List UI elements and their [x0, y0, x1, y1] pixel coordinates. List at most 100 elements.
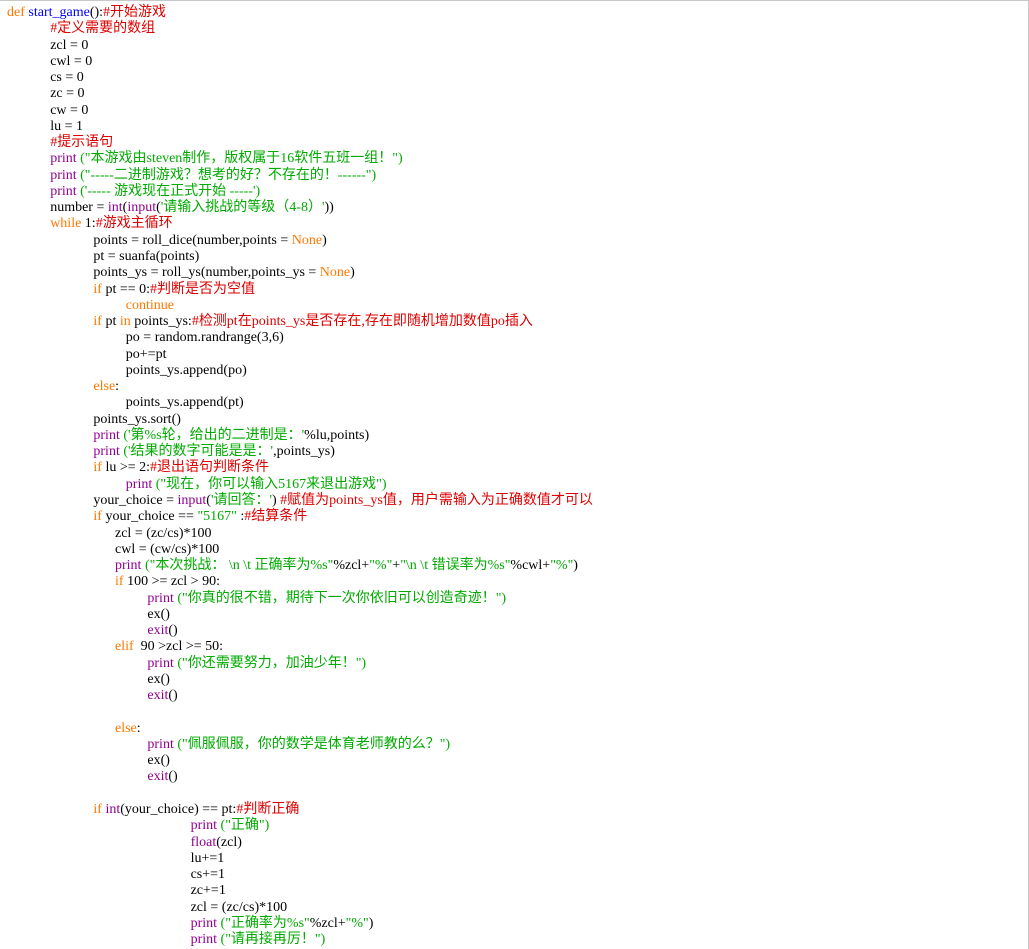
- code-token-keyword: if: [115, 574, 124, 590]
- code-token-plain: ): [350, 265, 355, 281]
- code-line[interactable]: print ("你真的很不错，期待下一次你依旧可以创造奇迹！"): [7, 591, 1028, 607]
- code-line[interactable]: zcl = (zc/cs)*100: [7, 900, 1028, 916]
- code-token-plain: lu >= 2:: [101, 460, 151, 476]
- code-token-builtin: int: [107, 200, 123, 216]
- code-token-builtin: exit: [147, 688, 169, 704]
- code-line[interactable]: points_ys.append(po): [7, 363, 1028, 379]
- code-line[interactable]: print ("佩服佩服，你的数学是体育老师教的么？"): [7, 737, 1028, 753]
- code-line[interactable]: [7, 704, 1028, 720]
- code-line[interactable]: if 100 >= zcl > 90:: [7, 574, 1028, 590]
- code-line[interactable]: points = roll_dice(number,points = None): [7, 233, 1028, 249]
- code-token-string: ("现在，你可以输入5167来退出游戏"): [155, 476, 387, 492]
- code-line[interactable]: print ("本游戏由steven制作，版权属于16软件五班一组！"): [7, 151, 1028, 167]
- code-token-plain: zcl = (zc/cs)*100: [190, 899, 288, 915]
- code-line[interactable]: print ("-----二进制游戏？想考的好？不存在的！------"): [7, 168, 1028, 184]
- code-token-keyword: elif: [115, 639, 134, 655]
- code-token-comment: #开始游戏: [103, 5, 167, 20]
- code-line[interactable]: while 1:#游戏主循环: [7, 216, 1028, 232]
- code-line[interactable]: cwl = 0: [7, 54, 1028, 70]
- code-token-string: "%": [345, 915, 369, 931]
- code-token-keyword: continue: [125, 297, 175, 313]
- code-line[interactable]: def start_game():#开始游戏: [7, 5, 1028, 21]
- code-line[interactable]: exit(): [7, 769, 1028, 785]
- code-token-plain: points_ys = roll_ys(number,points_ys =: [93, 265, 320, 281]
- code-line[interactable]: cw = 0: [7, 103, 1028, 119]
- code-line[interactable]: exit(): [7, 623, 1028, 639]
- code-token-plain: ex(): [147, 606, 170, 622]
- code-token-plain: lu+=1: [190, 850, 225, 866]
- code-token-plain: zcl = (zc/cs)*100: [115, 525, 212, 541]
- code-token-comment: #判断正确: [236, 802, 300, 818]
- code-line[interactable]: zcl = 0: [7, 38, 1028, 54]
- code-line[interactable]: float(zcl): [7, 835, 1028, 851]
- code-token-keyword: if: [93, 509, 102, 525]
- code-token-keyword: None: [291, 232, 323, 248]
- code-token-builtin: print: [93, 427, 120, 443]
- code-line[interactable]: print ("本次挑战： \n \t 正确率为%s"%zcl+"%"+"\n …: [7, 558, 1028, 574]
- code-line[interactable]: print ("正确率为%s"%zcl+"%"): [7, 916, 1028, 932]
- code-line[interactable]: print ("请再接再厉！"): [7, 932, 1028, 948]
- code-token-keyword: if: [93, 460, 102, 476]
- code-line[interactable]: zcl = (zc/cs)*100: [7, 526, 1028, 542]
- code-token-comment: #结算条件: [244, 509, 308, 525]
- code-line[interactable]: print ("正确"): [7, 818, 1028, 834]
- code-line[interactable]: print ('第%s轮，给出的二进制是：'%lu,points): [7, 428, 1028, 444]
- code-line[interactable]: if pt == 0:#判断是否为空值: [7, 282, 1028, 298]
- code-line[interactable]: number = int(input('请输入挑战的等级（4-8）')): [7, 200, 1028, 216]
- code-token-string: ("本次挑战： \n \t 正确率为%s": [144, 558, 334, 574]
- code-line[interactable]: ex(): [7, 607, 1028, 623]
- code-line[interactable]: lu = 1: [7, 119, 1028, 135]
- code-line[interactable]: cs+=1: [7, 867, 1028, 883]
- code-line[interactable]: cs = 0: [7, 70, 1028, 86]
- code-line[interactable]: elif 90 >zcl >= 50:: [7, 639, 1028, 655]
- code-line[interactable]: print ('结果的数字可能是是：',points_ys): [7, 444, 1028, 460]
- code-token-string: ("请再接再厉！"): [220, 932, 326, 948]
- code-line[interactable]: print ("现在，你可以输入5167来退出游戏"): [7, 477, 1028, 493]
- code-line[interactable]: #提示语句: [7, 135, 1028, 151]
- code-line[interactable]: ex(): [7, 753, 1028, 769]
- code-line[interactable]: #定义需要的数组: [7, 21, 1028, 37]
- code-line[interactable]: po = random.randrange(3,6): [7, 330, 1028, 346]
- code-token-builtin: print: [93, 444, 120, 460]
- code-line[interactable]: print ('----- 游戏现在正式开始 -----'): [7, 184, 1028, 200]
- code-line[interactable]: cwl = (cw/cs)*100: [7, 542, 1028, 558]
- code-token-string: ("正确率为%s": [220, 915, 310, 931]
- code-line[interactable]: print ("你还需要努力，加油少年！"): [7, 656, 1028, 672]
- code-line[interactable]: if int(your_choice) == pt:#判断正确: [7, 802, 1028, 818]
- code-line[interactable]: zc = 0: [7, 86, 1028, 102]
- code-token-comment: #判断是否为空值: [150, 281, 256, 297]
- code-line[interactable]: else:: [7, 721, 1028, 737]
- code-token-plain: %cwl+: [510, 558, 551, 574]
- code-token-plain: (): [168, 623, 178, 639]
- code-token-plain: pt: [101, 314, 120, 330]
- code-line[interactable]: your_choice = input('请回答：') #赋值为points_y…: [7, 493, 1028, 509]
- code-line[interactable]: points_ys.append(pt): [7, 395, 1028, 411]
- code-line[interactable]: else:: [7, 379, 1028, 395]
- code-line[interactable]: continue: [7, 298, 1028, 314]
- code-line[interactable]: points_ys = roll_ys(number,points_ys = N…: [7, 265, 1028, 281]
- code-token-plain: points = roll_dice(number,points =: [93, 232, 292, 248]
- code-line[interactable]: zc+=1: [7, 883, 1028, 899]
- code-line[interactable]: if pt in points_ys:#检测pt在points_ys是否存在,存…: [7, 314, 1028, 330]
- code-token-plain: ): [368, 915, 374, 931]
- code-token-builtin: print: [190, 818, 218, 834]
- code-line[interactable]: [7, 786, 1028, 802]
- code-token-keyword: else: [93, 379, 116, 395]
- code-token-comment: #定义需要的数组: [50, 21, 156, 37]
- code-line[interactable]: exit(): [7, 688, 1028, 704]
- code-token-plain: ): [573, 558, 578, 574]
- code-line[interactable]: lu+=1: [7, 851, 1028, 867]
- code-line[interactable]: if your_choice == "5167" :#结算条件: [7, 509, 1028, 525]
- code-token-keyword: if: [93, 281, 102, 297]
- code-token-plain: cs = 0: [50, 70, 84, 86]
- code-line[interactable]: ex(): [7, 672, 1028, 688]
- code-token-keyword: else: [115, 720, 137, 736]
- code-line[interactable]: if lu >= 2:#退出语句判断条件: [7, 460, 1028, 476]
- code-line[interactable]: po+=pt: [7, 347, 1028, 363]
- code-token-comment: #游戏主循环: [95, 216, 173, 232]
- code-line[interactable]: points_ys.sort(): [7, 412, 1028, 428]
- code-line[interactable]: pt = suanfa(points): [7, 249, 1028, 265]
- code-token-string: "5167": [197, 509, 237, 525]
